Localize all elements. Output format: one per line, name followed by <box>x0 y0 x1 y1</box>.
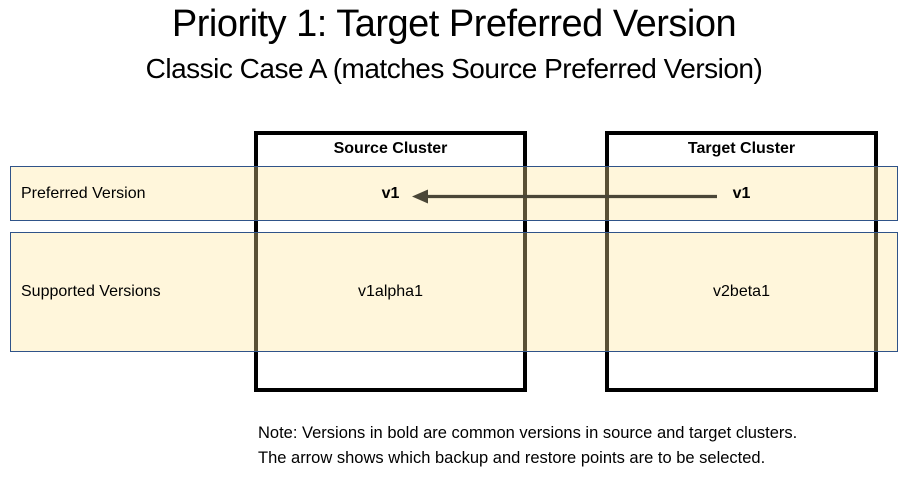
source-cluster-box: Source Cluster <box>254 131 527 392</box>
target-supported-version-value: v2beta1 <box>713 283 770 300</box>
note-text: Note: Versions in bold are common versio… <box>258 421 797 471</box>
page-subtitle: Classic Case A (matches Source Preferred… <box>145 53 763 84</box>
preferred-version-label: Preferred Version <box>21 184 146 202</box>
source-preferred-version-value: v1 <box>381 185 400 202</box>
source-supported-version-value: v1alpha1 <box>358 283 423 300</box>
supported-versions-label: Supported Versions <box>21 283 161 300</box>
note-line-1: Note: Versions in bold are common versio… <box>258 424 798 442</box>
page-title: Priority 1: Target Preferred Version <box>171 3 737 45</box>
target-cluster-header: Target Cluster <box>687 140 796 157</box>
target-preferred-version-value: v1 <box>732 185 751 202</box>
target-cluster-box: Target Cluster <box>605 131 878 392</box>
note-line-2: The arrow shows which backup and restore… <box>258 449 766 467</box>
supported-versions-band: Supported Versions <box>10 232 898 352</box>
source-cluster-header: Source Cluster <box>333 140 448 157</box>
preferred-version-band: Preferred Version <box>10 166 898 221</box>
